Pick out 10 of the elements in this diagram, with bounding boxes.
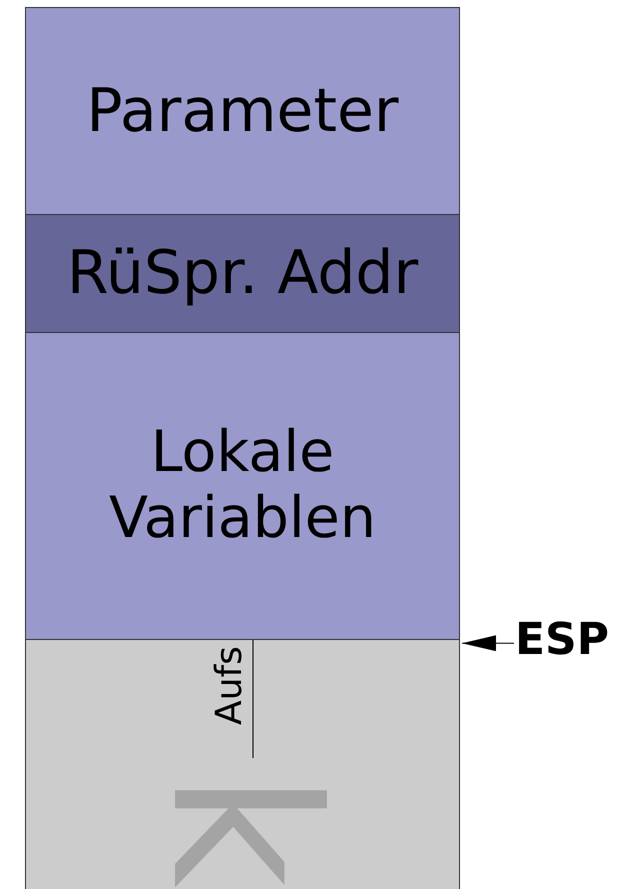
segment-label: RüSpr. Addr — [66, 239, 418, 308]
stack-segment — [25, 7, 460, 215]
direction-label: Aufs — [208, 646, 250, 724]
segment-label: Parameter — [86, 76, 399, 146]
free-stack-area — [25, 639, 460, 889]
segment-label: Lokale Variablen — [108, 420, 377, 552]
register-label: ESP — [515, 616, 609, 664]
pointer-arrow — [462, 635, 514, 652]
stack-segment — [25, 332, 460, 640]
stack-segment — [25, 214, 460, 333]
